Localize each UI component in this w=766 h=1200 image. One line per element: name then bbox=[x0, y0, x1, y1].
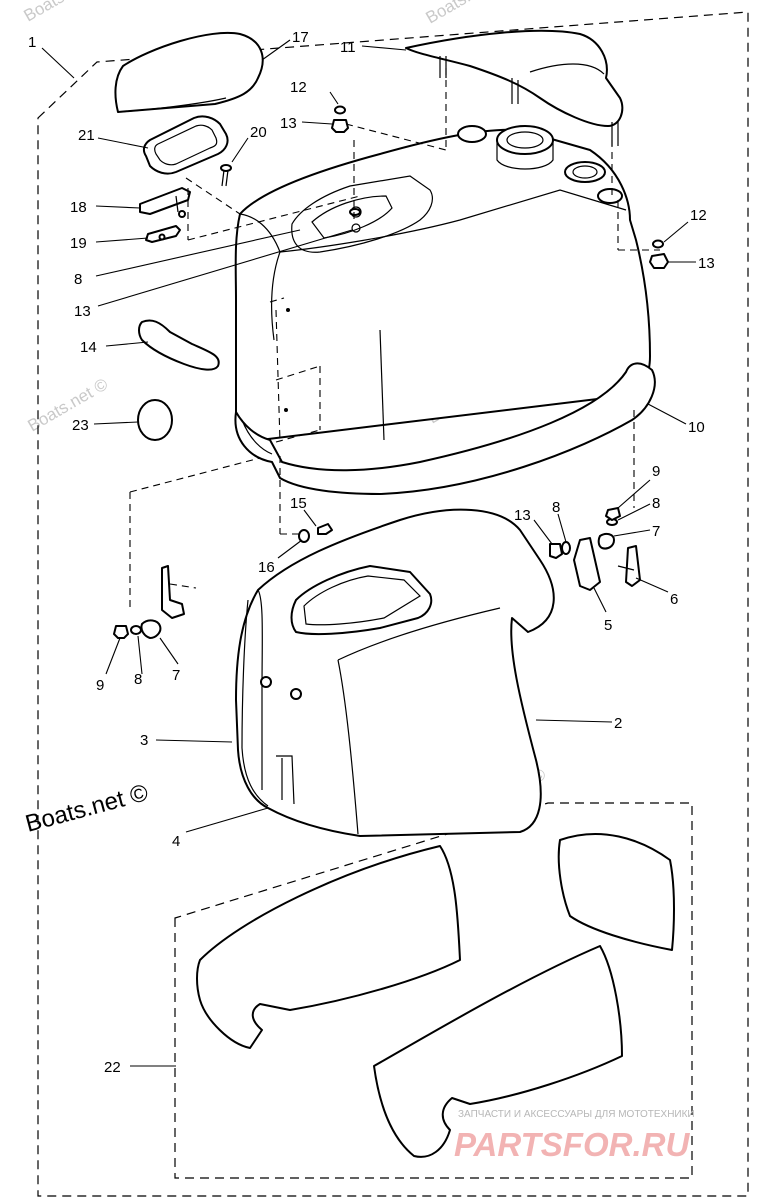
callout-23: 23 bbox=[72, 417, 89, 434]
assembly-guides bbox=[129, 68, 660, 612]
callout-13: 13 bbox=[514, 507, 531, 524]
callout-16: 16 bbox=[258, 559, 275, 576]
callout-2: 2 bbox=[614, 715, 622, 732]
lower-cowling bbox=[235, 508, 555, 837]
callout-12: 12 bbox=[690, 207, 707, 224]
callout-7: 7 bbox=[652, 523, 660, 540]
callout-8: 8 bbox=[652, 495, 660, 512]
grommet-ring bbox=[142, 115, 229, 175]
callout-21: 21 bbox=[78, 127, 95, 144]
callout-18: 18 bbox=[70, 199, 87, 216]
callout-11: 11 bbox=[340, 39, 356, 56]
top-cover-pad bbox=[114, 32, 264, 113]
callout-8: 8 bbox=[552, 499, 560, 516]
callout-leaders bbox=[41, 39, 696, 1067]
top-cowling bbox=[234, 125, 651, 442]
credit-text: Boats.net © bbox=[23, 779, 152, 838]
decal-kit-boundary bbox=[174, 802, 693, 1179]
callout-10: 10 bbox=[688, 419, 705, 436]
washer-nut-right bbox=[649, 239, 669, 269]
left-latch-hardware bbox=[113, 565, 185, 639]
watermark: Boats.net © bbox=[423, 0, 510, 27]
callout-9: 9 bbox=[652, 463, 660, 480]
callout-6: 6 bbox=[670, 591, 678, 608]
callout-17: 17 bbox=[292, 29, 309, 46]
callout-4: 4 bbox=[172, 833, 180, 850]
callout-7: 7 bbox=[172, 667, 180, 684]
callout-14: 14 bbox=[80, 339, 97, 356]
right-latch-hardware bbox=[549, 507, 641, 591]
callout-5: 5 bbox=[604, 617, 612, 634]
callout-19: 19 bbox=[70, 235, 87, 252]
callout-15: 15 bbox=[290, 495, 307, 512]
callout-13: 13 bbox=[280, 115, 297, 132]
watermark: Boats.net © bbox=[21, 0, 108, 25]
callout-22: 22 bbox=[104, 1059, 121, 1076]
screw bbox=[220, 164, 232, 187]
shop-brand: PARTSFOR.RU bbox=[454, 1126, 690, 1163]
side-decal bbox=[138, 319, 220, 371]
callout-20: 20 bbox=[250, 124, 267, 141]
assembly-boundary bbox=[37, 11, 749, 1197]
callout-12: 12 bbox=[290, 79, 307, 96]
latch-bracket bbox=[139, 187, 191, 218]
callout-labels: 1 17 11 12 13 21 20 18 19 8 13 14 23 12 … bbox=[28, 29, 715, 1076]
small-clip bbox=[145, 225, 181, 243]
callout-3: 3 bbox=[140, 732, 148, 749]
callout-9: 9 bbox=[96, 677, 104, 694]
callout-1: 1 bbox=[28, 34, 36, 51]
washer-nut-top bbox=[331, 105, 349, 133]
round-plug bbox=[137, 399, 173, 441]
shop-caption: ЗАПЧАСТИ И АКСЕССУАРЫ ДЛЯ МОТОТЕХНИКИ bbox=[458, 1109, 695, 1120]
callout-13: 13 bbox=[74, 303, 91, 320]
cowling-seal bbox=[234, 362, 656, 495]
decal-set bbox=[196, 833, 675, 1158]
callout-8: 8 bbox=[74, 271, 82, 288]
screw-and-washer bbox=[298, 523, 333, 543]
callout-13: 13 bbox=[698, 255, 715, 272]
washer-nut-center bbox=[349, 208, 361, 216]
callout-8: 8 bbox=[134, 671, 142, 688]
